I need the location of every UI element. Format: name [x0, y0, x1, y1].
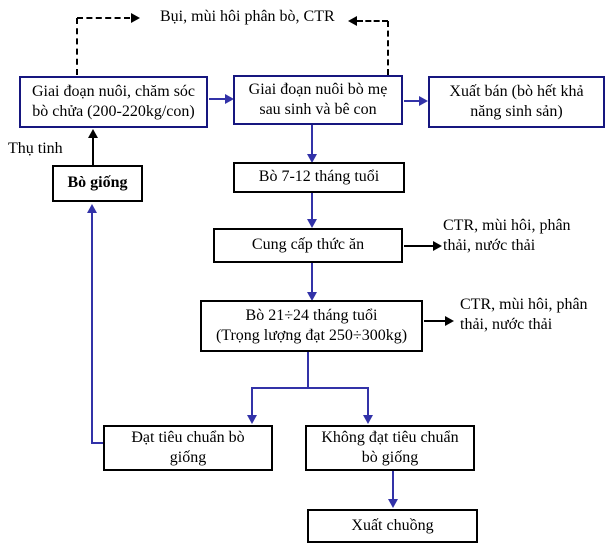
adult-waste-line2: thải, nước thải [460, 315, 553, 333]
box-feed-label: Cung cấp thức ăn [251, 236, 365, 254]
branch-right-line [367, 387, 369, 416]
insemination-label: Thụ tinh [8, 140, 63, 157]
branch-stem-line [307, 352, 309, 389]
box-slaughter-label: Xuất chuồng [351, 516, 434, 534]
arrow-adult-waste-line [424, 320, 446, 322]
box-slaughter: Xuất chuồng [307, 509, 478, 543]
box-breeding: Bò giống [52, 165, 143, 202]
box-qualified-line2: giống [169, 449, 207, 466]
dashed-line-left-vertical [76, 18, 78, 75]
dashed-arrowhead-left-icon [348, 16, 357, 26]
box-pregnant-stage: Giai đoạn nuôi, chăm sóc bò chửa (200-22… [19, 76, 208, 128]
arrow-qualified-to-breeding-head-icon [87, 204, 97, 213]
branch-left-line [251, 387, 253, 416]
arrow-feed-to-adult-head-icon [307, 292, 317, 301]
box-calf: Bò 7-12 tháng tuổi [233, 162, 405, 193]
arrow-pregnant-to-mother-line [209, 98, 226, 100]
arrow-mother-to-calf-head-icon [307, 154, 317, 163]
dashed-line-right-horizontal [357, 20, 388, 22]
arrow-feed-to-adult-line [311, 263, 313, 293]
box-unqualified-line2: bò giống [361, 449, 419, 466]
arrow-mother-to-sell-head-icon [419, 96, 428, 106]
adult-waste-label: CTR, mùi hôi, phân thải, nước thải [460, 295, 588, 334]
box-pregnant-line1: Giai đoạn nuôi, chăm sóc [31, 82, 196, 100]
arrow-feed-waste-head-icon [433, 241, 442, 251]
box-feed: Cung cấp thức ăn [213, 228, 403, 263]
branch-left-head-icon [247, 415, 257, 424]
box-unqualified-line1: Không đạt tiêu chuẩn [321, 428, 459, 446]
arrow-unqualified-to-slaughter-line [392, 471, 394, 500]
box-adult-line1: Bò 21÷24 tháng tuổi [245, 306, 378, 324]
box-mother-line1: Giai đoạn nuôi bò mẹ [248, 80, 388, 98]
box-sell-line2: năng sinh sản) [470, 103, 563, 120]
arrow-mother-to-calf-line [311, 125, 313, 155]
box-adult-line2: (Trọng lượng đạt 250÷300kg) [215, 327, 408, 344]
arrow-breeding-to-pregnant-head-icon [88, 129, 98, 138]
feed-waste-line1: CTR, mùi hôi, phân [443, 217, 571, 234]
arrow-feed-waste-line [404, 245, 434, 247]
box-pregnant-line2: bò chửa (200-220kg/con) [32, 103, 195, 120]
arrow-breeding-to-pregnant-line [92, 137, 94, 165]
dashed-line-left-horizontal [77, 17, 130, 19]
feed-waste-line2: thải, nước thải [443, 236, 536, 254]
box-unqualified: Không đạt tiêu chuẩn bò giống [305, 425, 475, 471]
arrow-qualified-to-breeding-vline [91, 212, 93, 444]
arrow-unqualified-to-slaughter-head-icon [388, 499, 398, 508]
box-breeding-label: Bò giống [67, 174, 128, 192]
box-mother-stage: Giai đoạn nuôi bò mẹ sau sinh và bê con [233, 75, 403, 125]
box-sell: Xuất bán (bò hết khả năng sinh sản) [428, 76, 605, 128]
box-calf-label: Bò 7-12 tháng tuổi [258, 168, 380, 186]
box-sell-line1: Xuất bán (bò hết khả [449, 82, 584, 100]
dashed-line-right-vertical [387, 21, 389, 75]
box-mother-line2: sau sinh và bê con [259, 101, 377, 118]
box-qualified-line1: Đạt tiêu chuẩn bò [131, 428, 245, 446]
box-qualified: Đạt tiêu chuẩn bò giống [103, 425, 273, 471]
arrow-qualified-to-breeding-hline [91, 442, 103, 444]
branch-cross-line [251, 387, 369, 389]
branch-right-head-icon [363, 415, 373, 424]
arrow-mother-to-sell-line [404, 100, 420, 102]
feed-waste-label: CTR, mùi hôi, phân thải, nước thải [443, 216, 571, 255]
arrow-adult-waste-head-icon [445, 316, 454, 326]
adult-waste-line1: CTR, mùi hôi, phân [460, 296, 588, 313]
arrow-pregnant-to-mother-head-icon [225, 94, 234, 104]
box-adult: Bò 21÷24 tháng tuổi (Trọng lượng đạt 250… [200, 300, 423, 352]
dashed-arrowhead-right-icon [131, 13, 140, 23]
arrow-calf-to-feed-line [311, 193, 313, 220]
emission-top-label: Bụi, mùi hôi phân bò, CTR [160, 8, 335, 25]
arrow-calf-to-feed-head-icon [307, 219, 317, 228]
